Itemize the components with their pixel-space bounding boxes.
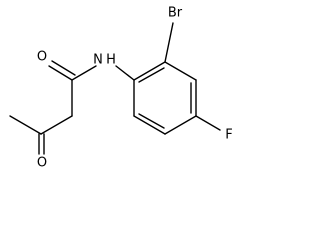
bonds: [9, 22, 221, 155]
n-ring-bond: [115, 65, 135, 81]
amide-carbonyl-bond-b: [51, 60, 76, 76]
ketone-oxygen-label: O: [37, 156, 47, 171]
methyl-bond: [9, 115, 42, 135]
bromine-bond: [164, 22, 174, 63]
ring-bond-4: [164, 115, 197, 135]
ring-bond-1-inner: [138, 67, 165, 83]
structure-diagram: Br N H O O F: [9, 6, 233, 171]
fluorine-bond: [195, 115, 221, 131]
amide-cn-bond: [71, 65, 97, 81]
ring-bond-5-inner: [138, 113, 165, 129]
amide-carbonyl-bond-a: [48, 65, 73, 81]
ring-bond-2: [164, 61, 197, 81]
amide-oxygen-label: O: [37, 50, 47, 65]
amide-hydrogen-label: H: [106, 53, 116, 68]
ring-bond-5: [133, 115, 166, 135]
ketone-ch2-bond: [40, 115, 73, 135]
atom-labels: Br N H O O F: [37, 6, 233, 171]
amide-nitrogen-label: N: [93, 53, 103, 68]
ring-bond-1: [133, 61, 166, 81]
fluorine-label: F: [225, 128, 232, 143]
bromine-label: Br: [168, 6, 183, 21]
